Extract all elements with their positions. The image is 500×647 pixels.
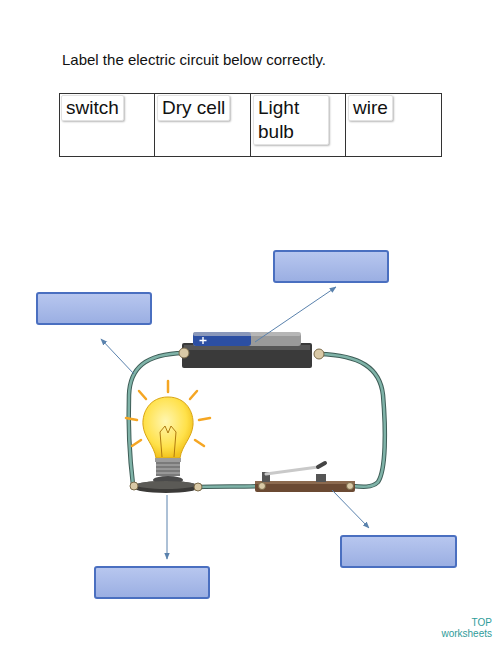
light-bulb-part-part xyxy=(190,391,197,399)
switch-part xyxy=(318,463,325,467)
light-bulb-part xyxy=(136,481,196,489)
dry-cell-part xyxy=(193,332,301,336)
label-table-part xyxy=(60,94,442,157)
leader-arrow-part xyxy=(167,495,168,559)
light-bulb-part xyxy=(155,458,181,462)
dry-cell-part xyxy=(200,337,207,344)
switch-part xyxy=(316,474,326,482)
label-table xyxy=(60,94,442,157)
word-card: Dry cell xyxy=(157,95,230,121)
switch-part xyxy=(266,467,318,474)
word-card: wire xyxy=(348,95,393,121)
light-bulb-part xyxy=(143,397,193,458)
answer-box-part xyxy=(274,251,388,282)
leader-arrow-part xyxy=(101,339,134,374)
light-bulb-part-part xyxy=(126,418,137,420)
dry-cell-part xyxy=(179,348,189,358)
wire-part xyxy=(199,486,262,487)
worksheet-title: Label the electric circuit below correct… xyxy=(62,51,326,69)
dry-cell-part xyxy=(182,343,312,368)
answer-box-part xyxy=(37,293,151,324)
light-bulb-part xyxy=(194,483,202,491)
dry-cell xyxy=(179,332,324,368)
light-bulb-part-part xyxy=(132,440,141,446)
dry-cell-part xyxy=(193,332,301,346)
light-bulb-part-part xyxy=(195,440,204,446)
light-bulb xyxy=(126,381,210,493)
answer-box xyxy=(37,251,456,598)
answer-box-part xyxy=(341,536,456,567)
word-card: switch xyxy=(61,95,124,121)
light-bulb-part xyxy=(130,482,138,490)
leader-arrow xyxy=(101,287,369,559)
label-table-part xyxy=(345,94,346,157)
wire-part xyxy=(319,354,385,487)
light-bulb-part xyxy=(156,465,180,473)
light-bulb-part-part xyxy=(167,381,170,392)
light-bulb-part-part xyxy=(139,391,146,399)
label-table-part xyxy=(250,94,251,157)
label-table-part xyxy=(154,94,155,157)
light-bulb-part xyxy=(160,426,176,457)
dry-cell-part xyxy=(314,349,324,359)
switch-part xyxy=(259,483,266,490)
wire-part xyxy=(319,354,385,487)
wire xyxy=(129,353,385,487)
switch-part xyxy=(255,481,355,492)
wire-part xyxy=(199,486,262,487)
light-bulb-part-part xyxy=(199,418,210,420)
answer-box-part xyxy=(95,567,209,598)
light-bulb-part xyxy=(132,481,200,493)
leader-arrow-part xyxy=(255,287,336,342)
switch-part xyxy=(347,483,354,490)
leader-arrow-part xyxy=(332,490,369,528)
word-card: Light bulb xyxy=(253,95,329,145)
light-bulb-part xyxy=(156,462,180,476)
switch xyxy=(255,463,355,492)
watermark: TOP worksheets xyxy=(428,617,492,639)
